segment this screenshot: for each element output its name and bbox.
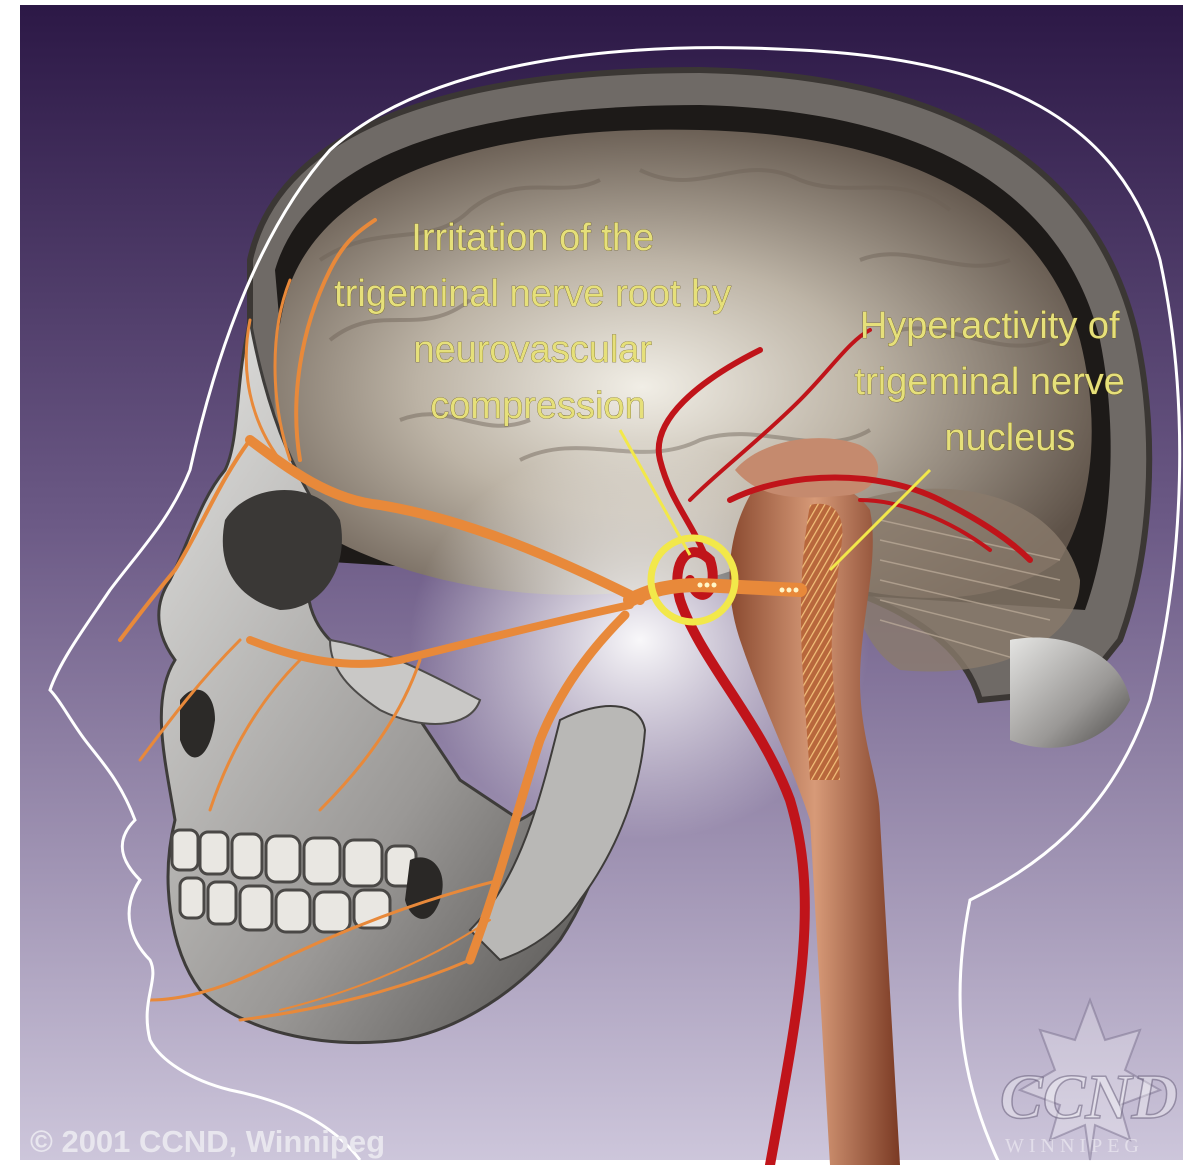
watermark-letters: CCND: [1000, 1061, 1178, 1132]
watermark-city: WINNIPEG: [1005, 1135, 1144, 1157]
copyright-text: © 2001 CCND, Winnipeg: [30, 1124, 385, 1159]
